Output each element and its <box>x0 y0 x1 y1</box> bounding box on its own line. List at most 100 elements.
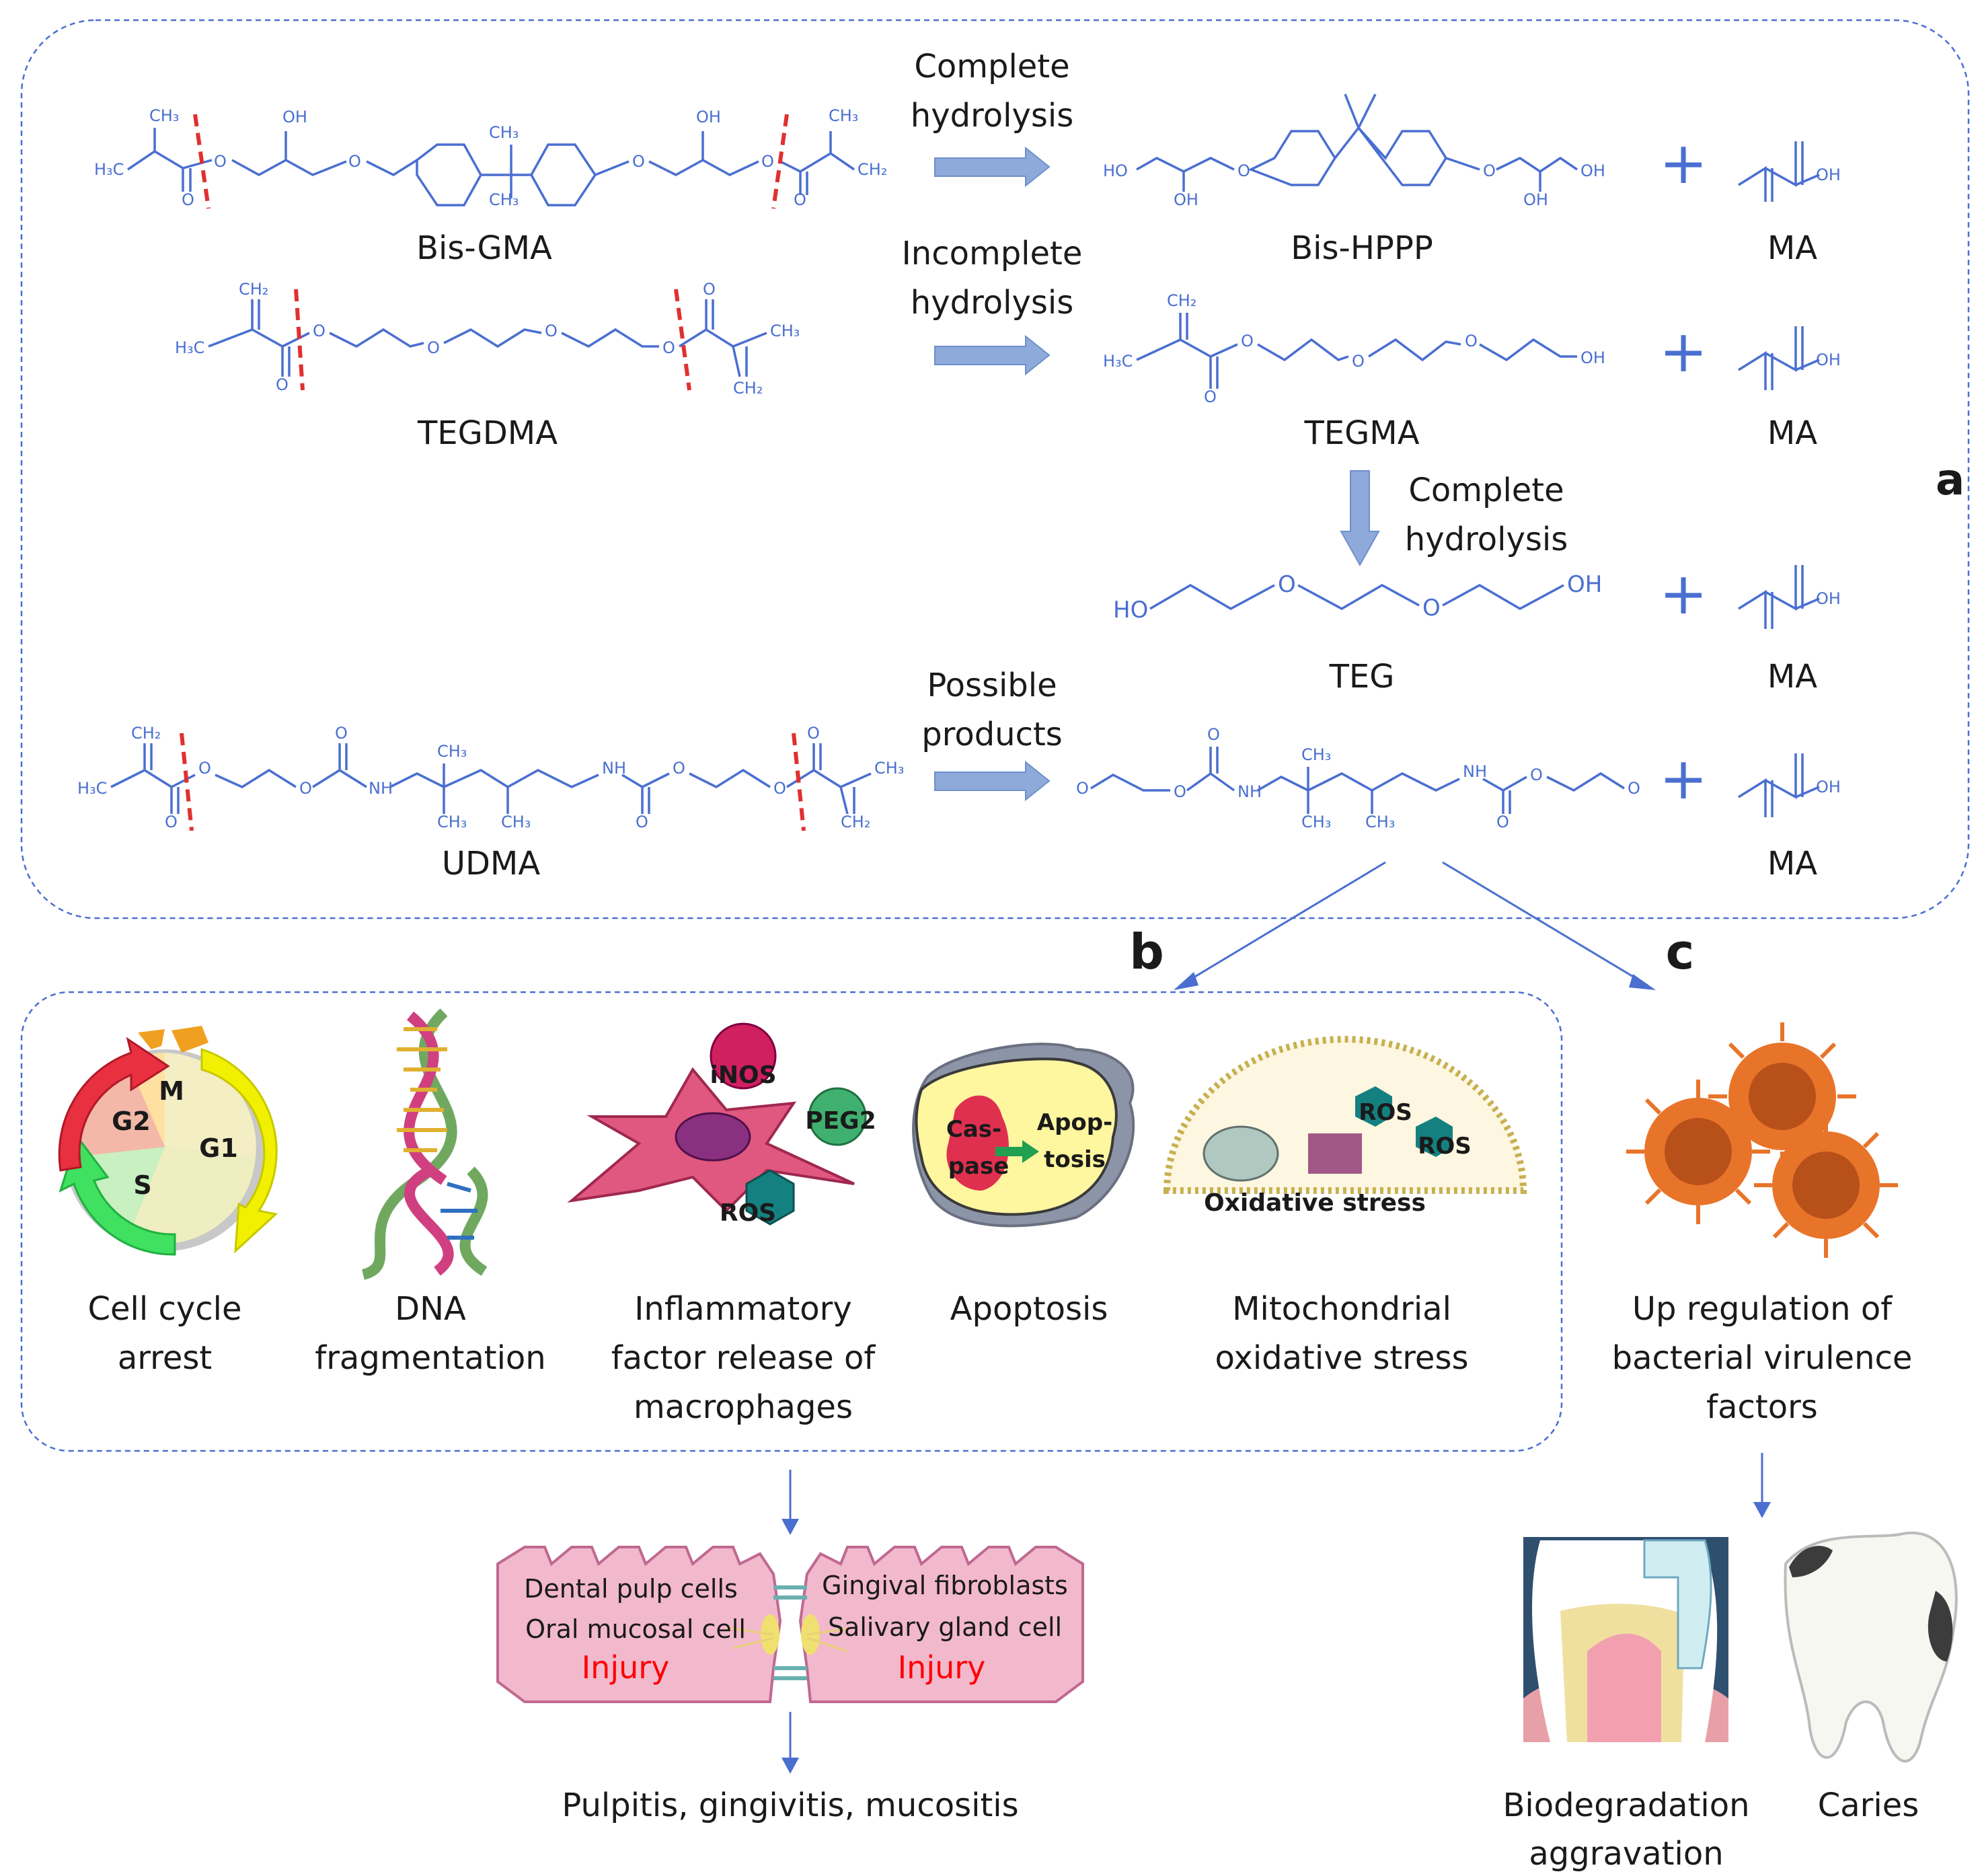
effect-caption: macrophages <box>634 1388 853 1426</box>
plus-sign: + <box>1659 745 1708 813</box>
bis-hppp-structure: HO OH O O OH OH <box>1103 93 1605 209</box>
arrowhead <box>782 1519 799 1535</box>
caspase-label-2: pase <box>948 1153 1009 1180</box>
chem-label: H₃C <box>77 779 107 798</box>
chem-label: O <box>662 338 675 357</box>
phase-m: M <box>159 1076 184 1106</box>
cell-label-dental-pulp: Dental pulp cells <box>524 1574 738 1604</box>
chem-label: HO <box>1113 597 1148 624</box>
chem-label: NH <box>1237 782 1262 801</box>
ma-structure: OH <box>1738 141 1841 202</box>
hydrolysis-arrow-down <box>1340 470 1380 567</box>
hydrolysis-arrow <box>934 146 1051 188</box>
chem-label: CH₃ <box>489 190 519 209</box>
chem-label: H₃C <box>175 338 204 357</box>
arrow-label-line1: Complete <box>914 48 1069 85</box>
chem-label: O <box>1278 571 1296 598</box>
effect-caption: DNA <box>395 1290 466 1328</box>
chem-label: O <box>1496 813 1509 831</box>
hydrolysis-arrow <box>934 760 1051 802</box>
arrow-label-line2: products <box>921 716 1063 753</box>
chem-label: O <box>1530 765 1543 784</box>
ros-label-1: ROS <box>1359 1099 1412 1126</box>
peg2-label: PEG2 <box>805 1107 876 1135</box>
udma-structure: H₃C CH₂ O O O O NH CH₃ CH₃ CH₃ NH O O O … <box>77 724 904 831</box>
teg-structure: HO O O OH <box>1113 571 1602 624</box>
chem-label: O <box>1628 779 1640 798</box>
chem-label: CH₃ <box>489 123 519 142</box>
bis-gma-label: Bis-GMA <box>416 229 552 267</box>
arrow-label-line2: hydrolysis <box>1405 521 1568 558</box>
tissue-injury-icon: Dental pulp cells Oral mucosal cell Ging… <box>496 1546 1084 1703</box>
arrowhead <box>1753 1502 1771 1518</box>
chem-label: OH <box>1580 348 1605 367</box>
injury-label-right: Injury <box>898 1649 986 1686</box>
chem-label: O <box>165 813 178 831</box>
injury-label-left: Injury <box>582 1649 670 1686</box>
chem-label: O <box>1207 725 1220 744</box>
tegdma-structure: H₃C CH₂ O O O O O O CH₃ CH₂ <box>175 280 800 398</box>
ma-structure: OH <box>1738 565 1841 629</box>
effect-c-caption: factors <box>1706 1388 1818 1426</box>
chem-label: H₃C <box>1103 352 1133 371</box>
chem-label: O <box>198 759 211 778</box>
chem-label: OH <box>696 108 721 126</box>
chem-label: O <box>182 190 194 209</box>
udma-product-structure: O O O NH CH₃ CH₃ CH₃ NH O O O <box>1076 725 1640 831</box>
connector-arrow-c <box>1442 861 1648 987</box>
chem-label: O <box>773 779 786 798</box>
chem-label: O <box>214 152 227 171</box>
plus-sign: + <box>1659 560 1708 628</box>
bis-gma-structure: H₃C CH₃ O O OH O CH₃ CH₃ O OH O O CH₃ CH… <box>94 106 887 209</box>
chem-label: HO <box>1103 161 1128 180</box>
ma-label: MA <box>1767 845 1817 883</box>
mitochondria-cell-icon: ROS ROS Oxidative stress <box>1163 1036 1527 1217</box>
chem-label: CH₃ <box>829 106 858 125</box>
ros-label: ROS <box>720 1199 776 1227</box>
udma-label: UDMA <box>442 845 541 883</box>
chem-label: CH₃ <box>1301 813 1331 831</box>
effect-caption: arrest <box>118 1339 212 1377</box>
panel-a-frame <box>20 19 1970 920</box>
biodegradation-tooth-icon <box>1523 1537 1728 1742</box>
chem-label: CH₂ <box>131 724 161 743</box>
chem-label: O <box>1422 595 1441 622</box>
chem-label: OH <box>1816 778 1841 796</box>
chem-label: CH₂ <box>841 813 870 831</box>
chem-label: OH <box>1523 190 1548 209</box>
ma-label: MA <box>1767 229 1817 267</box>
arrow-label-line1: Possible <box>927 667 1057 704</box>
ma-structure: OH <box>1738 753 1841 817</box>
bis-hppp-label: Bis-HPPP <box>1291 229 1433 267</box>
oxidative-stress-label: Oxidative stress <box>1204 1189 1426 1217</box>
chem-label: O <box>427 338 440 357</box>
arrowhead <box>1629 974 1656 990</box>
caspase-label-1: Cas- <box>946 1116 1001 1143</box>
chem-label: CH₃ <box>149 106 179 125</box>
chem-label: CH₃ <box>437 813 467 831</box>
chem-label: O <box>1241 332 1254 350</box>
ma-label: MA <box>1767 658 1817 696</box>
outcome-b-label: Pulpitis, gingivitis, mucositis <box>562 1787 1018 1824</box>
chem-label: O <box>276 375 289 394</box>
chem-label: CH₃ <box>874 759 904 778</box>
effect-c-caption: bacterial virulence <box>1612 1339 1913 1377</box>
chem-label: O <box>703 280 716 299</box>
chem-label: O <box>632 152 645 171</box>
chem-label: CH₂ <box>733 379 763 398</box>
chem-label: O <box>636 813 648 831</box>
chem-label: OH <box>1816 589 1841 608</box>
chem-label: O <box>313 322 326 340</box>
outcome-c-label: Biodegradation <box>1502 1787 1749 1824</box>
bacteria-icon <box>1626 1022 1898 1258</box>
chem-label: CH₃ <box>501 813 531 831</box>
chem-label: CH₃ <box>1301 745 1331 764</box>
chem-label: CH₃ <box>770 322 800 340</box>
apoptosis-label-2: tosis <box>1044 1146 1106 1173</box>
chem-label: O <box>1237 161 1250 180</box>
chem-label: O <box>673 759 685 778</box>
chem-label: CH₂ <box>857 160 887 179</box>
chem-label: OH <box>1816 350 1841 369</box>
